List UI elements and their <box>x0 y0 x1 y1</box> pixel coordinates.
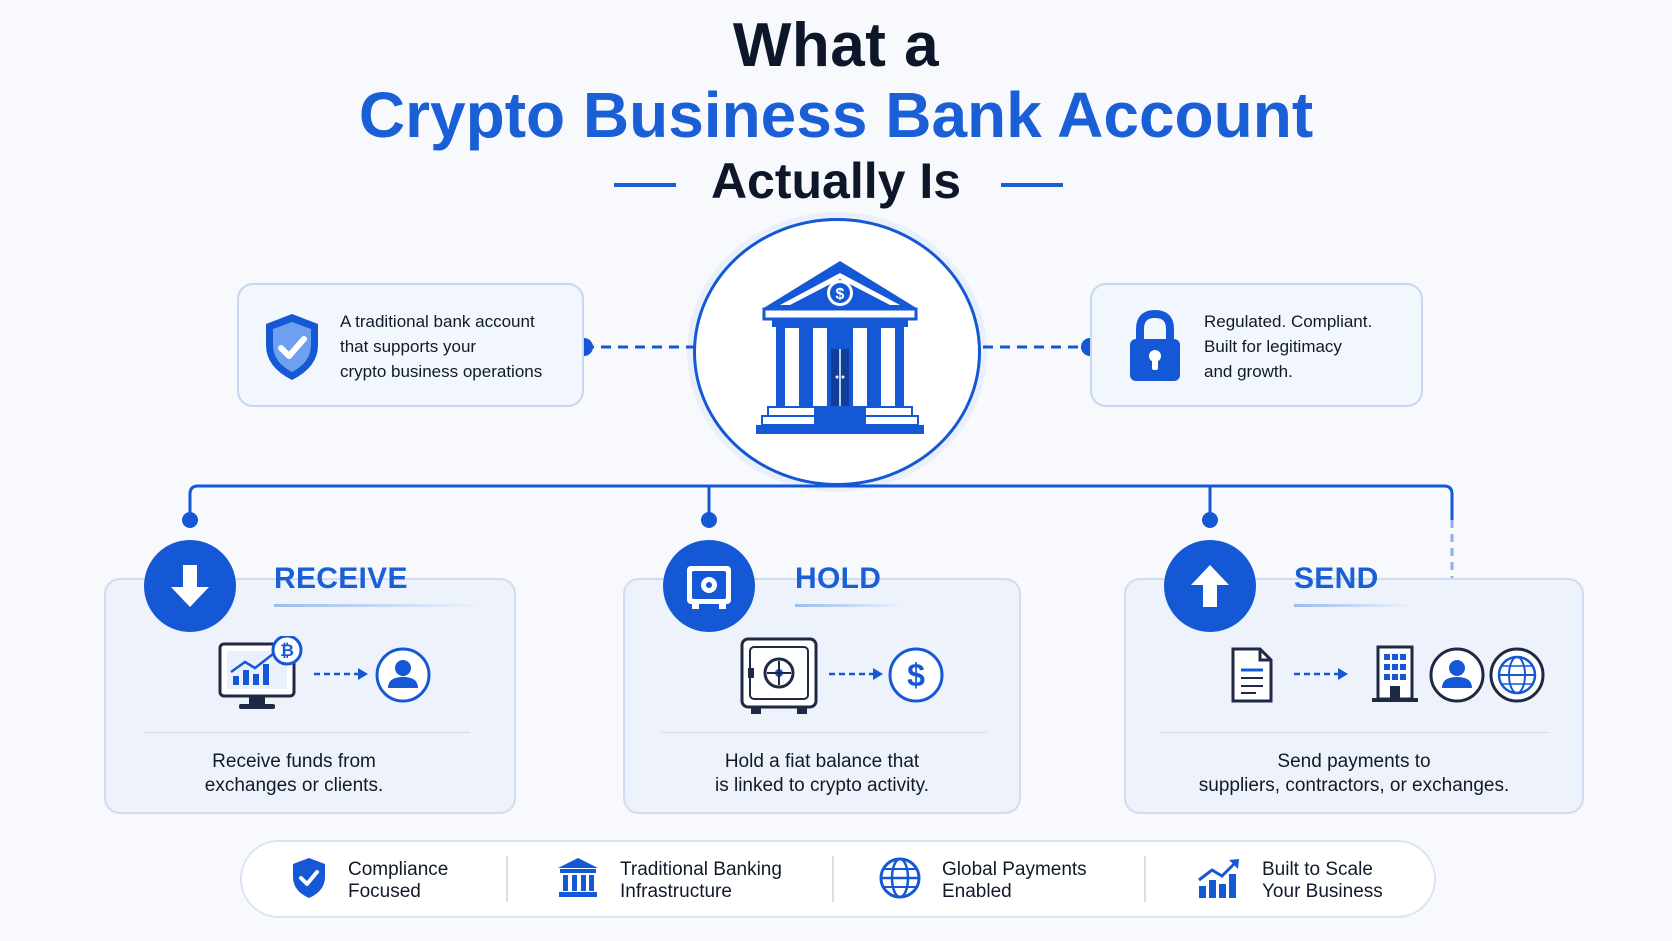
benefit-global-line-2: Enabled <box>942 880 1012 902</box>
hold-title: HOLD <box>795 562 882 595</box>
benefit-scale-line-2: Your Business <box>1262 880 1383 902</box>
benefit-banking: Traditional Banking Infrastructure <box>556 856 782 905</box>
benefit-banking-line-1: Traditional Banking <box>620 858 782 880</box>
regulation-text: Regulated. Compliant. Built for legitima… <box>1204 309 1372 384</box>
strip-separator <box>1144 856 1146 902</box>
regulation-card: Regulated. Compliant. Built for legitima… <box>1090 283 1423 407</box>
send-flow-arrow <box>1294 668 1348 680</box>
arrow-up-icon <box>1164 540 1256 632</box>
hold-description: Hold a fiat balance that is linked to cr… <box>625 750 1019 798</box>
benefit-compliance-line-2: Focused <box>348 880 421 902</box>
benefit-scale: Built to Scale Your Business <box>1196 856 1383 905</box>
globe-icon <box>878 856 922 905</box>
benefit-compliance-line-1: Compliance <box>348 858 449 880</box>
svg-text:$: $ <box>836 286 845 303</box>
receive-underline <box>274 604 484 607</box>
regulation-line-2: Built for legitimacy <box>1204 337 1342 356</box>
vault-icon <box>663 540 755 632</box>
trading-monitor-icon: ₿ <box>217 634 307 721</box>
receive-flow-arrow <box>314 668 368 680</box>
title-dash-right <box>1001 183 1063 187</box>
definition-line-2: that supports your <box>340 337 477 356</box>
benefit-banking-line-2: Infrastructure <box>620 880 732 902</box>
benefits-strip: Compliance Focused Traditional Banking I… <box>240 840 1436 918</box>
arrow-down-icon <box>144 540 236 632</box>
strip-separator <box>832 856 834 902</box>
benefit-global-line-1: Global Payments <box>942 858 1087 880</box>
hold-divider <box>661 732 987 733</box>
bank-icon <box>556 856 600 905</box>
shield-check-icon <box>261 311 323 388</box>
title-line-2: Crypto Business Bank Account <box>358 79 1314 151</box>
definition-line-1: A traditional bank account <box>340 312 535 331</box>
client-avatar-icon <box>374 646 432 709</box>
padlock-icon <box>1128 309 1182 388</box>
send-title: SEND <box>1294 562 1379 595</box>
benefit-compliance: Compliance Focused <box>290 856 448 905</box>
bank-building-icon: $ <box>754 257 926 442</box>
title-line-3-row: Actually Is <box>0 152 1672 212</box>
strip-separator <box>506 856 508 902</box>
benefit-scale-line-1: Built to Scale <box>1262 858 1373 880</box>
receive-desc-line-1: Receive funds from <box>212 751 376 772</box>
bank-circle: $ <box>693 218 981 486</box>
contractor-avatar-icon <box>1428 646 1486 709</box>
office-building-icon <box>1370 644 1420 709</box>
receive-divider <box>144 732 470 733</box>
svg-text:$: $ <box>907 657 925 693</box>
growth-chart-icon <box>1196 856 1242 905</box>
svg-text:₿: ₿ <box>280 641 294 660</box>
regulation-line-3: and growth. <box>1204 362 1293 381</box>
send-desc-line-2: suppliers, contractors, or exchanges. <box>1198 775 1510 796</box>
hold-desc-line-1: Hold a fiat balance that <box>724 751 920 772</box>
hold-underline <box>795 604 905 607</box>
title-line-3: Actually Is <box>710 153 962 209</box>
regulation-line-1: Regulated. Compliant. <box>1204 312 1373 331</box>
definition-line-3: crypto business operations <box>340 362 543 381</box>
send-desc-line-1: Send payments to <box>1277 751 1431 772</box>
definition-card: A traditional bank account that supports… <box>237 283 584 407</box>
hold-flow-arrow <box>829 668 883 680</box>
safe-icon <box>739 636 819 723</box>
shield-check-icon <box>290 856 328 905</box>
definition-text: A traditional bank account that supports… <box>340 309 542 384</box>
dollar-coin-icon: $ <box>887 646 945 709</box>
send-description: Send payments to suppliers, contractors,… <box>1126 750 1582 798</box>
receive-description: Receive funds from exchanges or clients. <box>106 750 482 798</box>
send-underline <box>1294 604 1414 607</box>
hold-desc-line-2: is linked to crypto activity. <box>714 775 929 796</box>
receive-desc-line-2: exchanges or clients. <box>204 775 384 796</box>
benefit-global: Global Payments Enabled <box>878 856 1087 905</box>
title-line-1: What a <box>732 11 940 80</box>
title-dash-left <box>614 183 676 187</box>
receive-title: RECEIVE <box>274 562 408 595</box>
globe-exchange-icon <box>1488 646 1546 709</box>
document-icon <box>1230 646 1274 709</box>
send-divider <box>1160 732 1548 733</box>
